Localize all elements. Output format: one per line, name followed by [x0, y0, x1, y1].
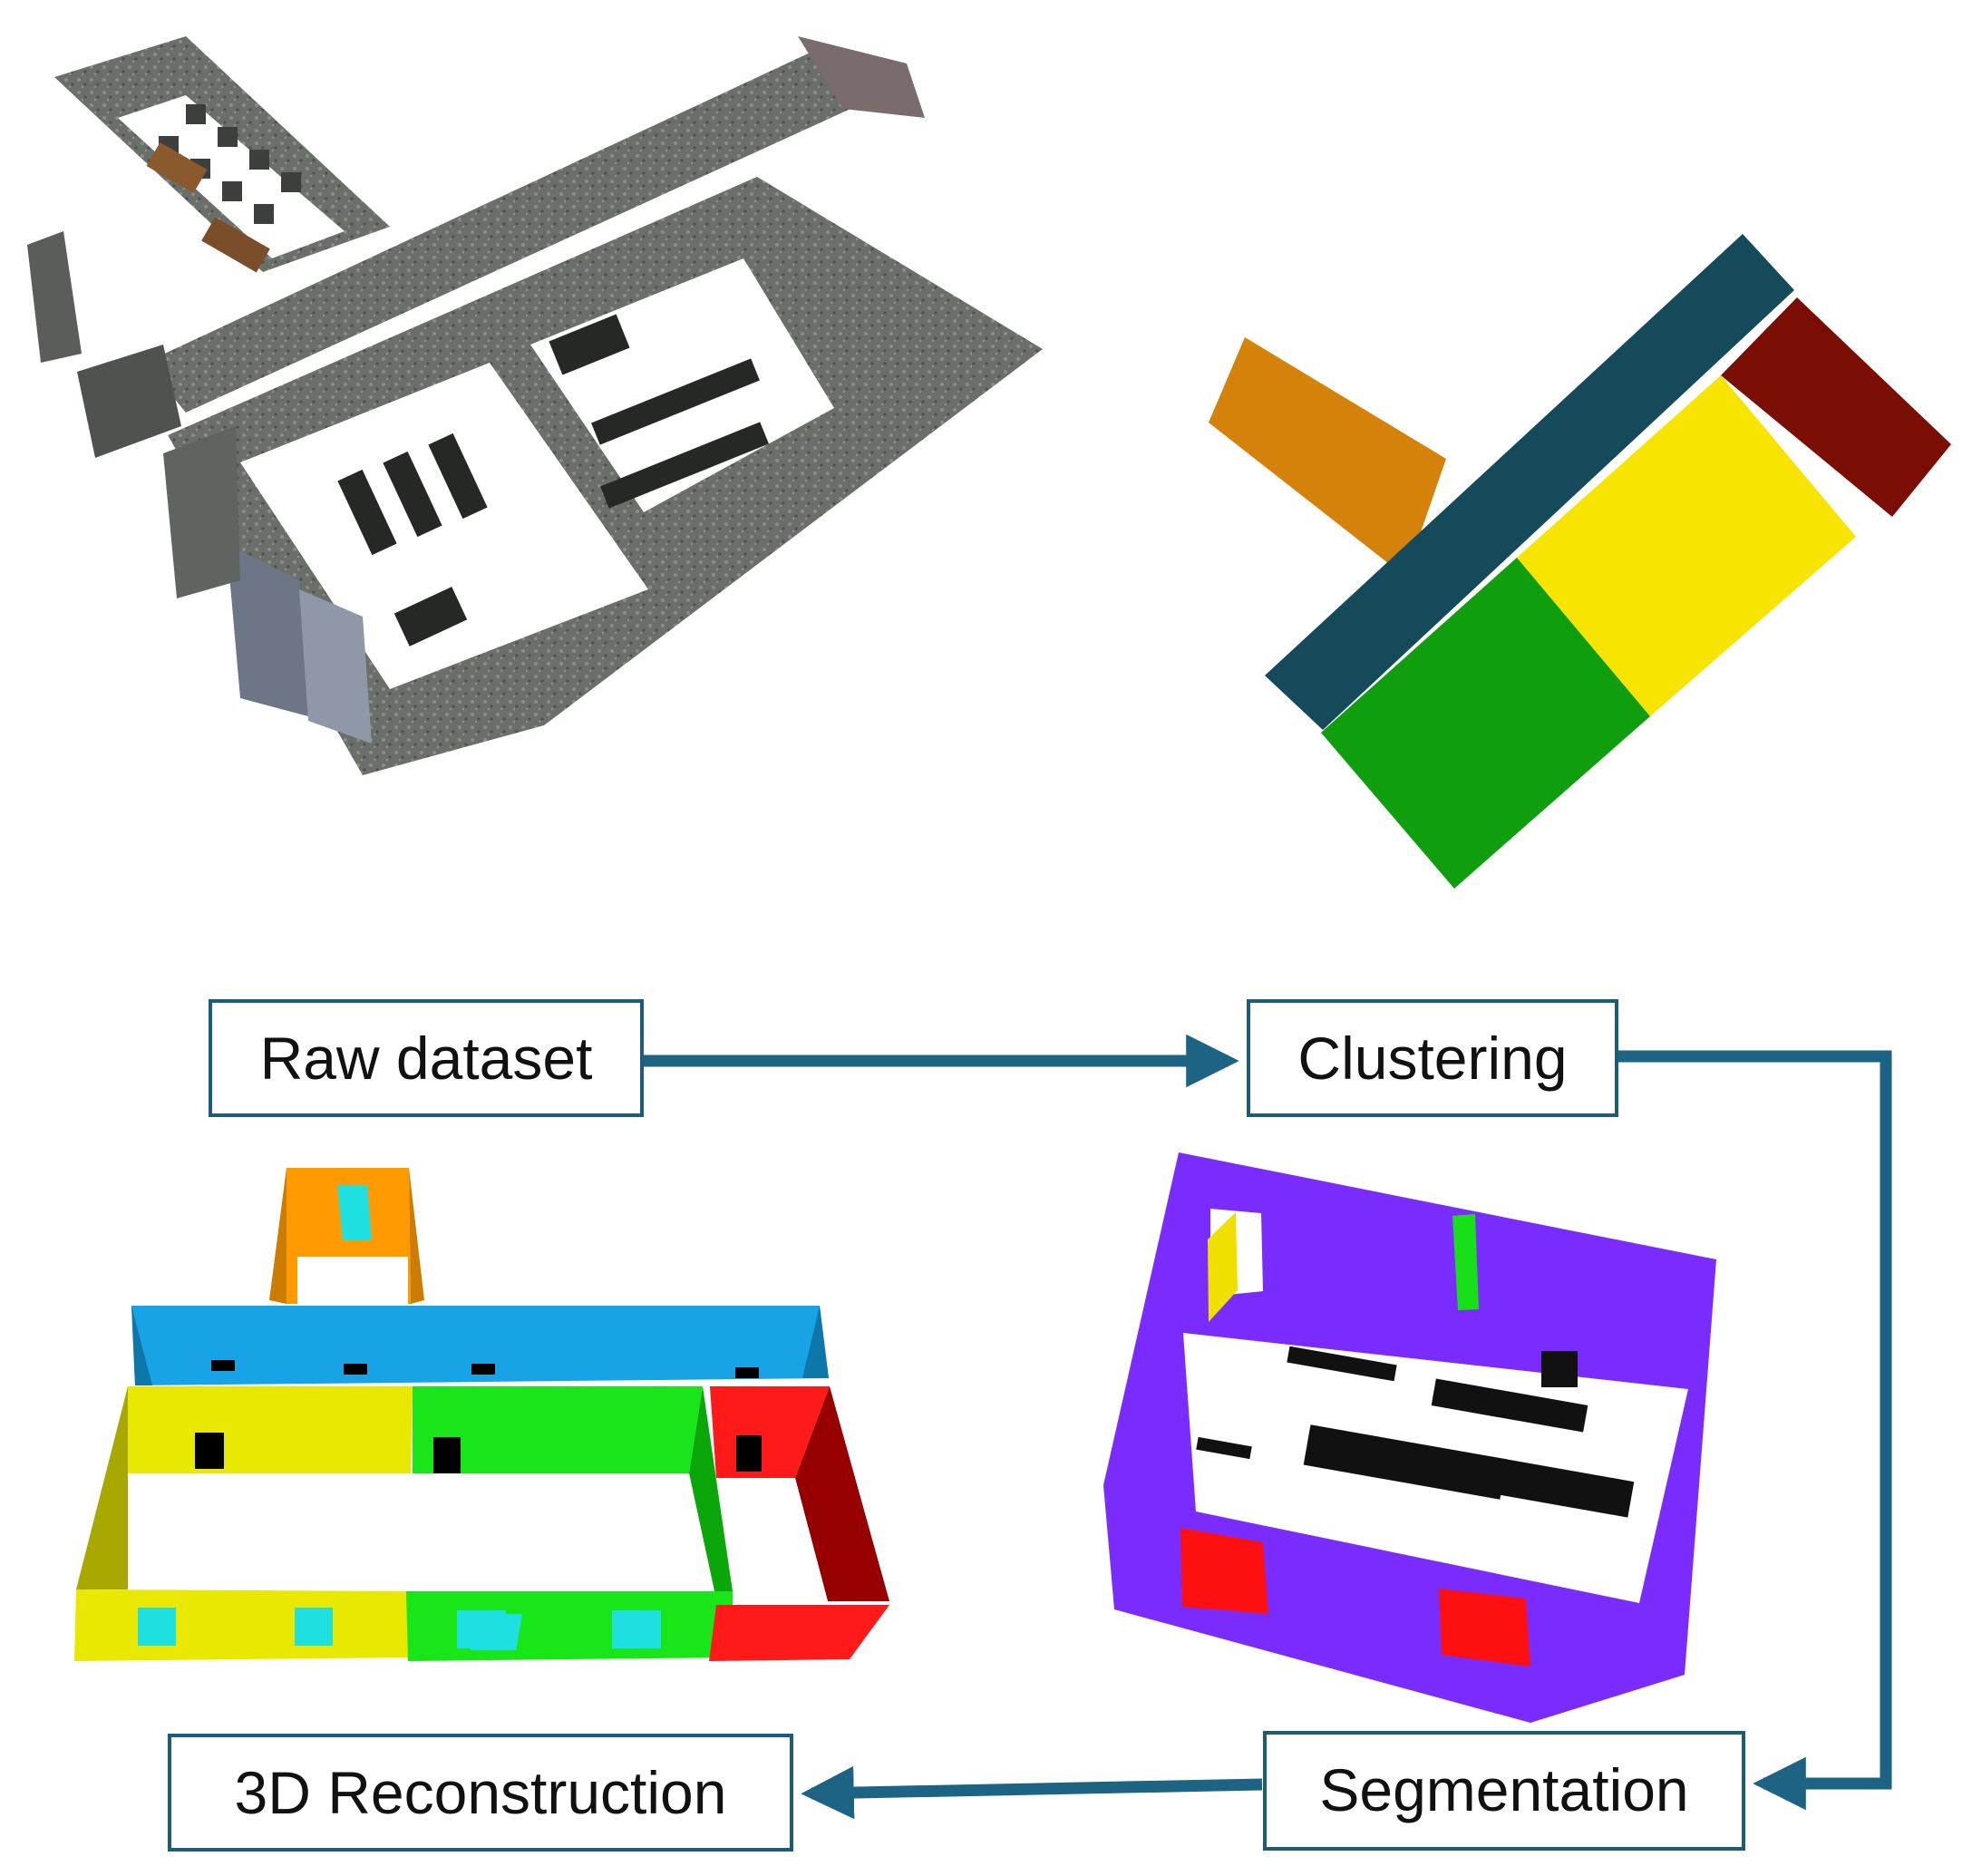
step-raw-dataset: Raw dataset — [209, 999, 644, 1117]
step-3d-reconstruction-label: 3D Reconstruction — [235, 1759, 727, 1826]
step-3d-reconstruction: 3D Reconstruction — [168, 1734, 793, 1852]
step-segmentation: Segmentation — [1263, 1731, 1745, 1851]
segmentation-result-image — [1103, 1152, 1716, 1723]
step-clustering: Clustering — [1247, 999, 1618, 1117]
raw-point-cloud-image — [27, 36, 1043, 775]
arrow-segmentation-to-reconstruction — [801, 1765, 1263, 1820]
reconstruction-result-image — [74, 1168, 889, 1661]
arrow-clustering-to-segmentation — [1618, 1050, 1892, 1811]
step-raw-dataset-label: Raw dataset — [260, 1025, 593, 1092]
clustering-result-image — [1209, 234, 1951, 889]
step-clustering-label: Clustering — [1297, 1025, 1567, 1092]
step-segmentation-label: Segmentation — [1319, 1756, 1688, 1823]
